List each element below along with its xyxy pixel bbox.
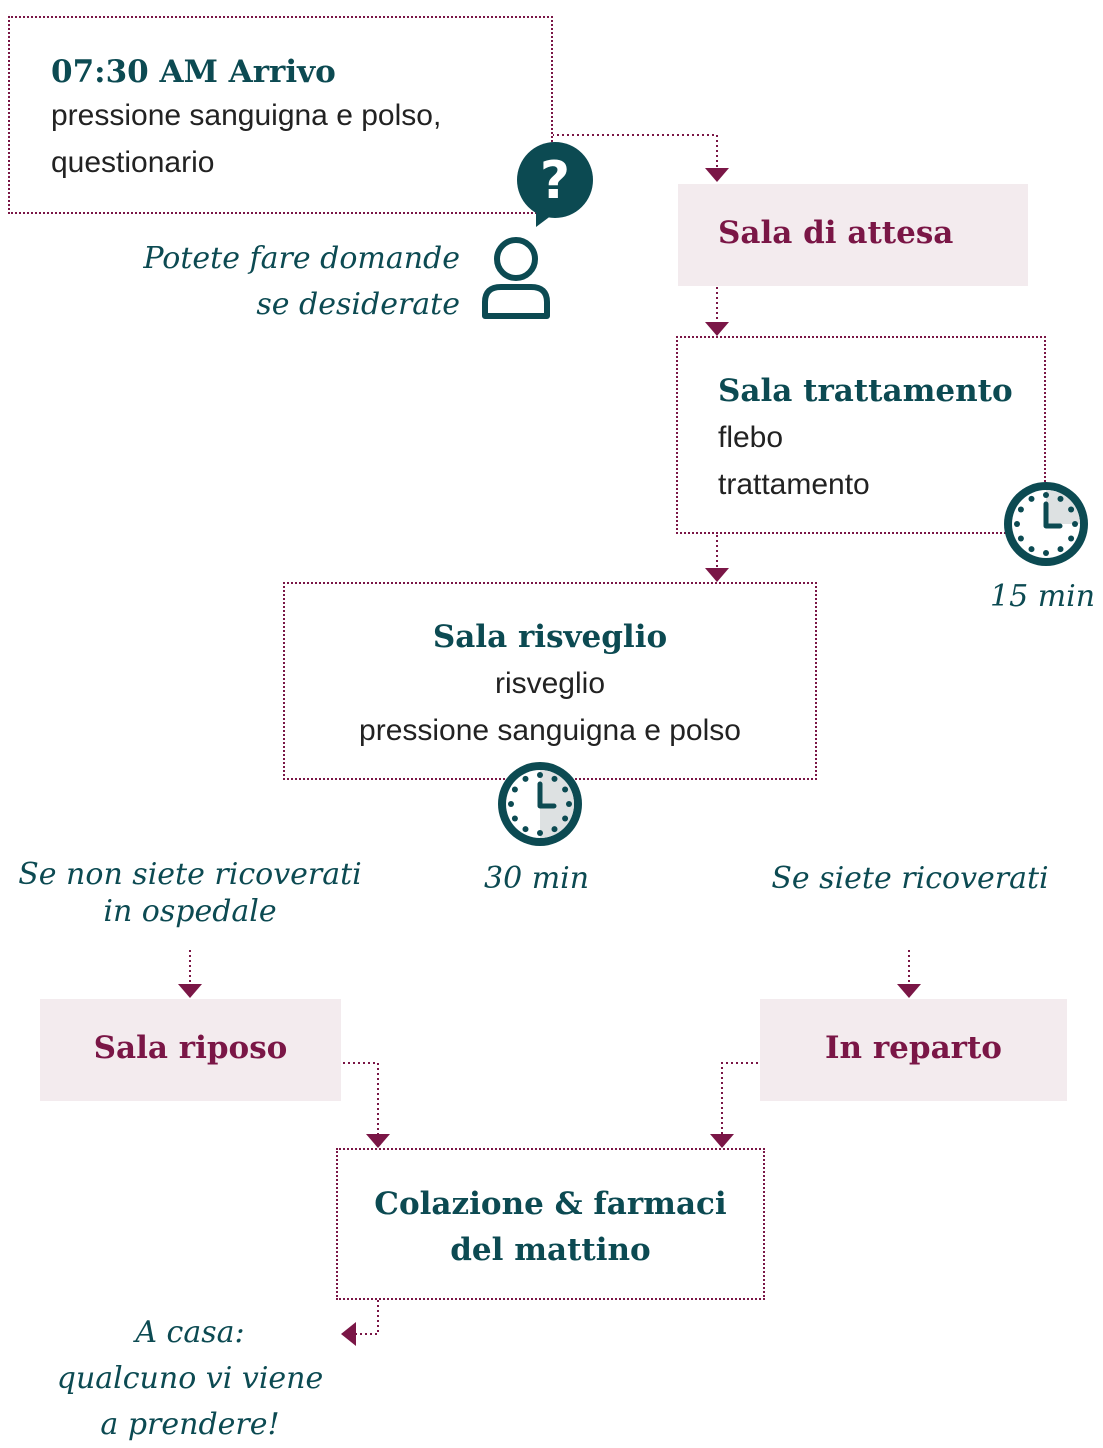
arrowhead [705,568,729,582]
ward-box: In reparto [760,999,1067,1101]
waiting-room-box: Sala di attesa [678,184,1028,286]
home-note-line: qualcuno vi viene [56,1361,324,1396]
home-note: A casa: qualcuno vi viene a prendere! [20,1310,360,1448]
ward-title: In reparto [825,1030,1002,1066]
arrowhead [710,1134,734,1148]
connector-ward-to-breakfast [721,1062,758,1134]
connector-rest-to-breakfast [343,1062,379,1134]
home-note-line: a prendere! [100,1407,280,1442]
arrowhead [178,984,202,998]
connector-breakfast-to-home [356,1300,379,1335]
clock-icon [1004,482,1088,566]
arrowhead [705,322,729,336]
connector-arrival-to-waiting [552,134,718,168]
treatment-room-line: trattamento [718,468,870,501]
breakfast-title-line: Colazione & farmaci [374,1186,727,1222]
branch-admitted-note: Se siete ricoverati [771,861,1049,896]
arrival-line: pressione sanguigna e polso, [51,99,442,132]
recovery-room-title: Sala risveglio [432,619,668,655]
person-icon [482,237,550,319]
question-bubble-icon: ? [517,142,593,227]
treatment-room-line: flebo [718,421,784,454]
arrival-title: 07:30 AM Arrivo [51,54,336,90]
arrowhead [897,984,921,998]
arrowhead [705,168,729,182]
clock-icon [498,762,582,846]
rest-room-box: Sala riposo [40,999,341,1101]
rest-room-title: Sala riposo [93,1030,288,1066]
arrowhead [366,1134,390,1148]
svg-text:?: ? [540,151,570,211]
treatment-room-title: Sala trattamento [718,373,1013,409]
breakfast-title-line: del mattino [450,1232,651,1268]
questions-note-line: Potete fare domande [143,241,460,276]
waiting-room-title: Sala di attesa [718,215,954,251]
treatment-room-box: Sala trattamento flebo trattamento [676,336,1046,534]
breakfast-box: Colazione & farmaci del mattino [336,1148,765,1300]
arrowhead [341,1322,356,1346]
home-note-line: A casa: [135,1315,245,1350]
recovery-duration: 30 min [484,861,590,896]
branch-not-admitted-note: Se non siete ricoverati in ospedale [0,856,380,930]
branch-not-admitted-line: Se non siete ricoverati [18,857,362,892]
arrival-box: 07:30 AM Arrivo pressione sanguigna e po… [8,16,553,214]
arrival-line: questionario [51,146,215,179]
recovery-room-box: Sala risveglio risveglio pressione sangu… [283,582,817,780]
recovery-room-line: pressione sanguigna e polso [359,714,741,747]
recovery-room-line: risveglio [494,667,606,700]
branch-not-admitted-line: in ospedale [103,894,277,929]
questions-note-line: se desiderate [256,287,460,322]
questions-note: Potete fare domande se desiderate [100,236,460,328]
treatment-duration: 15 min [990,579,1096,614]
